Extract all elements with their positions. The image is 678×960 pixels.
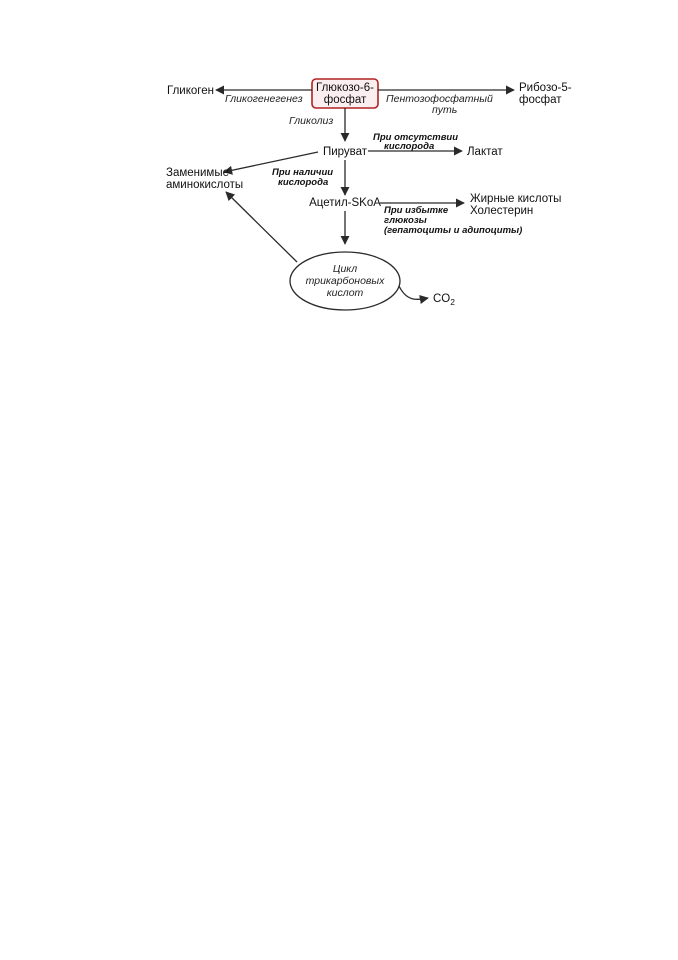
- pentose-label-line2: путь: [432, 104, 457, 116]
- co2-subscript: 2: [450, 297, 455, 307]
- tca-label-line3: кислот: [327, 287, 364, 299]
- lactate-label: Лактат: [467, 146, 503, 158]
- ribose-label-line1: Рибозо-5-: [519, 82, 572, 94]
- ribose-label-line2: фосфат: [519, 94, 562, 106]
- no-oxygen-label-line2: кислорода: [384, 141, 434, 152]
- no-oxygen-label-line1: При отсутствии: [373, 132, 458, 143]
- tca-label-line2: трикарбоновых: [306, 275, 386, 287]
- co2-label: CO2: [433, 293, 455, 307]
- fatty-acids-label: Жирные кислоты: [470, 193, 561, 205]
- pyruvate-label: Пируват: [323, 146, 368, 158]
- cholesterol-label: Холестерин: [470, 205, 533, 217]
- excess-label-line3: (гепатоциты и адипоциты): [384, 225, 522, 236]
- pentose-label-line1: Пентозофосфатный: [386, 93, 493, 105]
- g6p-label-line1: Глюкозо-6-: [316, 82, 374, 94]
- glycogen-label: Гликоген: [167, 85, 214, 97]
- arrow-tca-to-amino: [225, 191, 298, 263]
- excess-label-line1: При избытке: [384, 205, 449, 216]
- g6p-label-line2: фосфат: [324, 94, 367, 106]
- tca-cycle-ellipse: [289, 251, 401, 311]
- amino-label-line2: аминокислоты: [166, 179, 243, 191]
- arrow-pyruvate-to-amino: [223, 151, 319, 175]
- glycogenesis-label: Гликогенегенез: [225, 93, 303, 105]
- acetyl-label: Ацетил-SKoA: [309, 197, 381, 209]
- with-oxygen-label-line1: При наличии: [272, 167, 333, 178]
- arrow-to-co2: [398, 285, 429, 304]
- glycolysis-label: Гликолиз: [289, 115, 333, 127]
- amino-label-line1: Заменимые: [166, 167, 229, 179]
- excess-label-line2: глюкозы: [384, 215, 427, 226]
- tca-label-line1: Цикл: [333, 263, 357, 275]
- with-oxygen-label-line2: кислорода: [278, 177, 328, 188]
